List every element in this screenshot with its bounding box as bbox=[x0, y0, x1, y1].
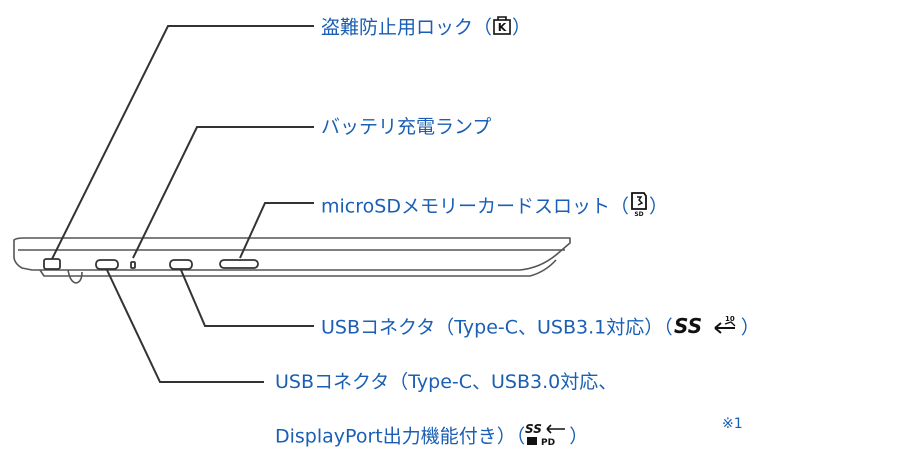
leader-usb2 bbox=[106, 269, 264, 383]
leader-lock bbox=[51, 25, 314, 260]
lock-slot bbox=[43, 258, 61, 270]
microsd-card-icon: SD bbox=[629, 191, 649, 223]
label-usb2-line1-text: USBコネクタ（Type-C、USB3.0対応、 bbox=[275, 371, 618, 393]
superspeed-pd-icon: SS PD bbox=[525, 421, 569, 453]
usb-c-port-right bbox=[169, 259, 193, 270]
svg-text:K: K bbox=[498, 21, 507, 34]
label-usb1-text: USBコネクタ（Type-C、USB3.1対応） bbox=[321, 316, 664, 339]
svg-text:SS: SS bbox=[525, 422, 542, 436]
label-usb1: USBコネクタ（Type-C、USB3.1対応）（ SS 10 ） bbox=[321, 314, 760, 342]
label-lock: 盗難防止用ロック（ K ） bbox=[321, 14, 531, 42]
label-lock-text: 盗難防止用ロック bbox=[321, 16, 474, 39]
svg-text:SD: SD bbox=[634, 211, 643, 217]
label-usb2-line2: DisplayPort出力機能付き）（ SS PD ） bbox=[275, 421, 588, 453]
leader-battery bbox=[132, 126, 314, 259]
label-usb2-line1: USBコネクタ（Type-C、USB3.0対応、 bbox=[275, 370, 617, 394]
label-battery: バッテリ充電ランプ bbox=[321, 115, 491, 139]
svg-text:10: 10 bbox=[725, 315, 735, 323]
lock-k-icon: K bbox=[492, 14, 512, 42]
leader-microsd bbox=[239, 202, 314, 259]
label-microsd-text: microSDメモリーカードスロット bbox=[321, 195, 610, 218]
svg-text:PD: PD bbox=[541, 438, 555, 447]
battery-lamp bbox=[130, 261, 136, 269]
usb-c-port-left bbox=[95, 259, 119, 270]
label-microsd: microSDメモリーカードスロット（ SD ） bbox=[321, 191, 668, 223]
svg-text:SS: SS bbox=[674, 314, 702, 336]
device-ports bbox=[43, 258, 259, 270]
footnote-marker: ※1 bbox=[722, 416, 743, 432]
microsd-slot bbox=[219, 259, 259, 269]
leader-lines bbox=[51, 25, 314, 383]
label-battery-text: バッテリ充電ランプ bbox=[321, 116, 492, 138]
label-usb2-line2-text: DisplayPort出力機能付き） bbox=[275, 425, 516, 448]
laptop-side-outline bbox=[13, 237, 571, 284]
leader-usb1 bbox=[180, 269, 314, 327]
superspeed-10-icon: SS 10 bbox=[673, 314, 741, 342]
